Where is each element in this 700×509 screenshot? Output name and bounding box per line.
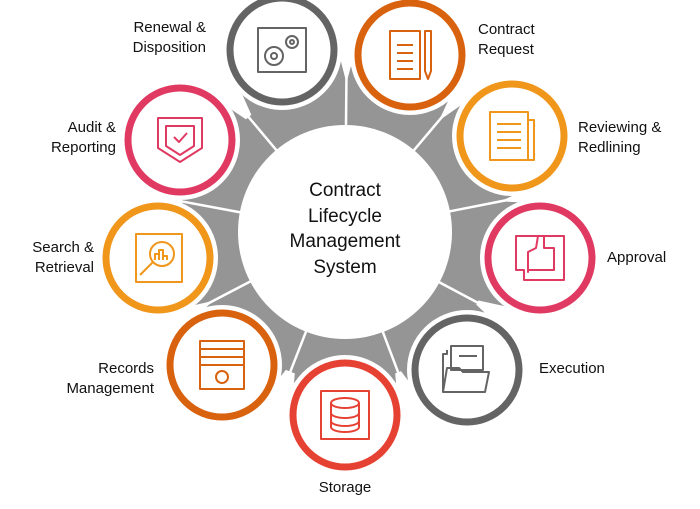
node-approval [480,198,600,318]
database-icon [320,390,370,440]
center-title-line: Management [289,231,401,252]
node-storage [285,355,405,475]
node-ring [456,80,568,192]
label-approval: Approval [607,249,667,266]
center-title: Contract Lifecycle Management System [245,178,445,280]
center-circle [238,125,452,339]
gear-divider [411,89,466,153]
label-execution: Execution [539,360,605,377]
node-ring [354,0,466,111]
gear-divider [276,329,308,405]
gear-divider [344,46,348,128]
money-records-icon [199,340,245,390]
label-search: Search &Retrieval [32,239,94,276]
node-ring [289,359,401,471]
node-records [162,305,282,425]
node-audit [120,80,240,200]
label-renewal: Renewal &Disposition [132,19,206,56]
node-renewal [222,0,342,110]
label-reviewing: Reviewing &Redlining [578,119,662,156]
gear-divider [381,329,412,406]
center-title-line: System [313,256,377,278]
folder-icon [442,345,490,393]
gear-divider [437,280,509,321]
label-storage: Storage [318,479,372,496]
documents-icon [489,111,535,161]
gear-divider [225,89,279,153]
gears-icon [257,27,307,73]
gear-divider [447,195,527,213]
gear-divider [162,196,243,214]
node-request [350,0,470,115]
node-ring [484,202,596,314]
thumbs-up-icon [515,235,565,281]
node-reviewing [452,76,572,196]
node-search [98,198,218,318]
magnifier-chart-icon [135,233,183,283]
document-pen-icon [389,30,432,80]
center-title-line: Contract [309,180,381,201]
gear-divider [180,279,253,319]
label-audit: Audit &Reporting [50,119,116,156]
node-execution [407,310,527,430]
center-title-line: Lifecycle [308,205,382,227]
shield-check-icon [157,117,203,163]
